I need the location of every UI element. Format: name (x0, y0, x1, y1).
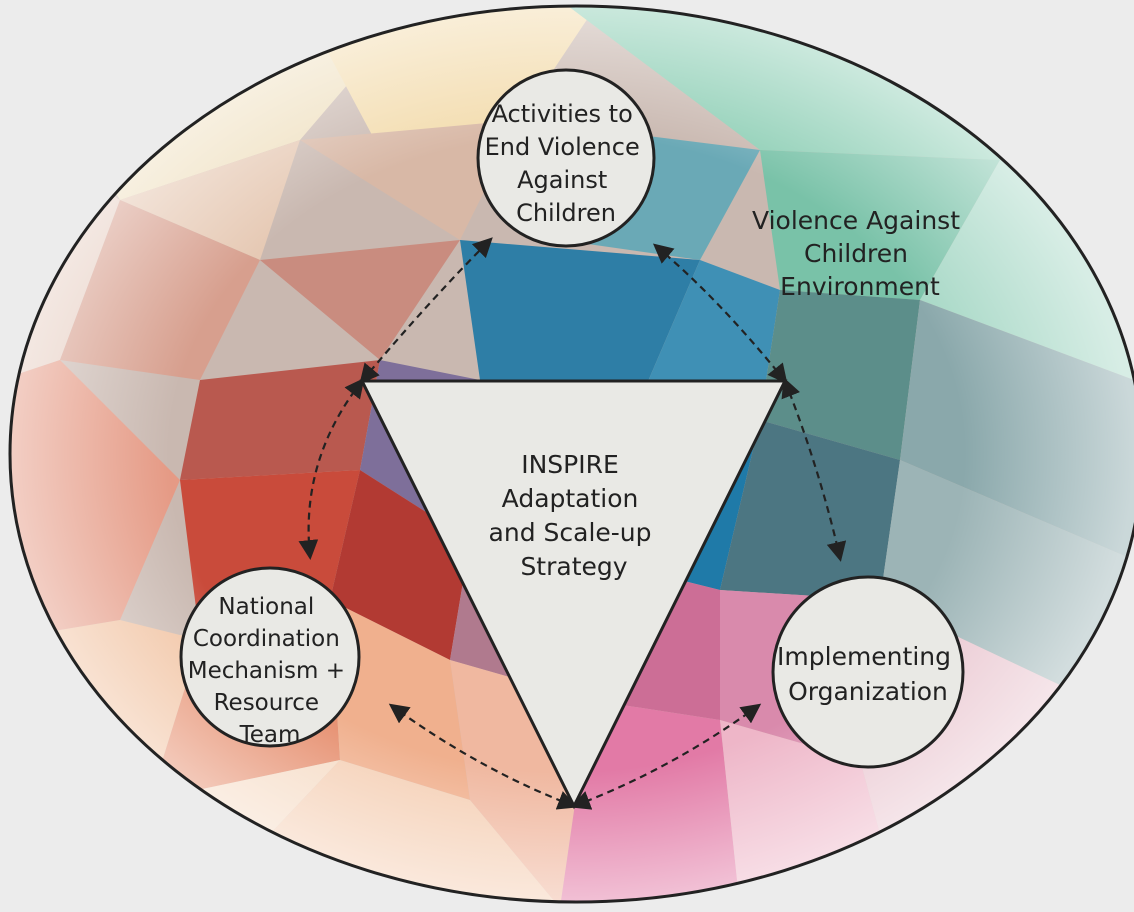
arrow-triangle-to-national-bottom (388, 703, 578, 810)
arrow-triangle-to-implementing-bottom (570, 703, 762, 810)
implementing-label: Implementing Organization (777, 642, 959, 706)
national-node: National Coordination Mechanism + Resour… (179, 566, 361, 748)
activities-label: Activities to End Violence Against Child… (485, 100, 648, 227)
implementing-node: Implementing Organization (771, 575, 965, 769)
activities-circle (476, 68, 656, 248)
environment-label: Violence Against Children Environment (752, 206, 968, 301)
arrow-triangle-to-activities-right (652, 243, 788, 385)
national-circle (179, 566, 361, 748)
activities-node: Activities to End Violence Against Child… (476, 68, 656, 248)
environment-oval (8, 4, 1134, 904)
arrow-triangle-to-activities (359, 237, 493, 385)
connector-arrows (298, 237, 847, 810)
national-label: National Coordination Mechanism + Resour… (188, 594, 353, 748)
strategy-triangle (359, 379, 788, 810)
strategy-label: INSPIRE Adaptation and Scale-up Strategy (489, 450, 660, 581)
implementing-circle (771, 575, 965, 769)
